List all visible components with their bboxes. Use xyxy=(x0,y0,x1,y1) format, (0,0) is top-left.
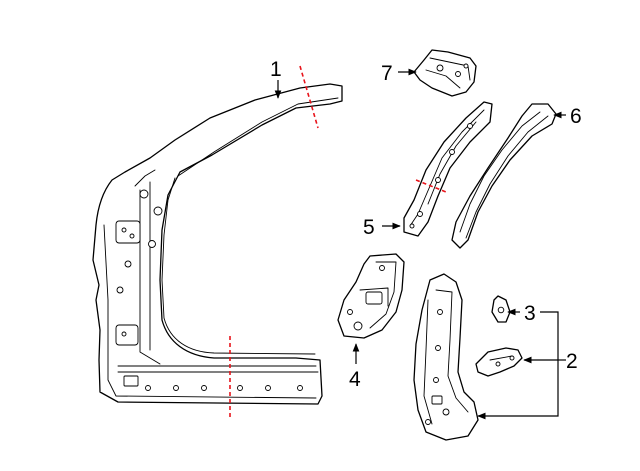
callout-7: 7 xyxy=(381,62,393,85)
part-6-outer-rail xyxy=(451,103,557,249)
callout-labels: 1 2 3 4 5 6 7 xyxy=(270,58,582,391)
part-2-lower-pillar xyxy=(413,273,523,441)
callout-3: 3 xyxy=(524,302,536,325)
callout-1: 1 xyxy=(270,58,282,81)
cut-lines xyxy=(229,65,447,420)
part-1-side-panel xyxy=(92,83,343,405)
part-4-hinge-reinforcement xyxy=(337,253,405,339)
callout-6: 6 xyxy=(570,105,582,128)
callout-4: 4 xyxy=(349,368,361,391)
part-5-pillar-reinforcement xyxy=(403,101,493,237)
part-7-bracket xyxy=(413,49,477,97)
callout-5: 5 xyxy=(363,216,375,239)
leader-lines xyxy=(274,68,566,420)
part-3-plate xyxy=(491,295,511,323)
cut-line-top xyxy=(299,65,319,129)
cut-line-pillar xyxy=(415,179,447,193)
callout-2: 2 xyxy=(566,350,578,373)
